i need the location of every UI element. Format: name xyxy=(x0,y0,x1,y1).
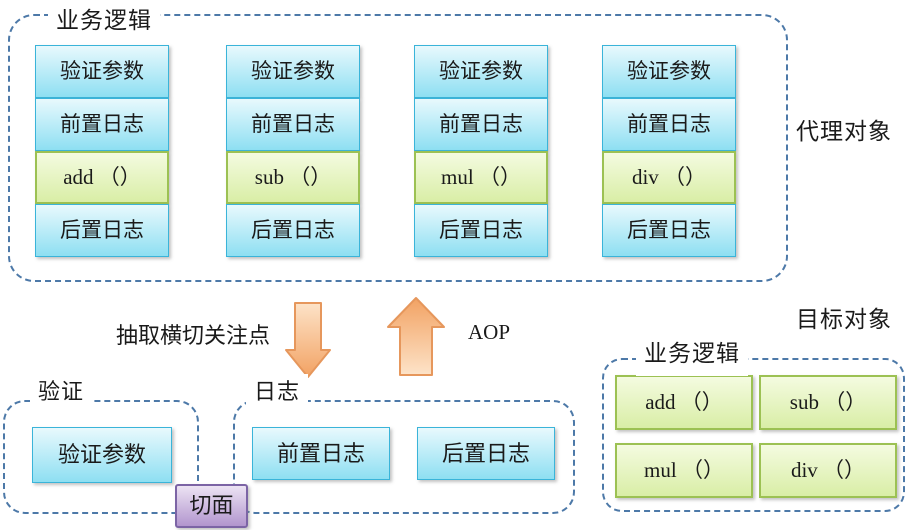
aop-label: AOP xyxy=(468,320,511,344)
proxy-object-container xyxy=(8,14,788,282)
proxy-column-div: 验证参数 前置日志 div （） 后置日志 xyxy=(602,45,736,257)
pre-log-cell: 前置日志 xyxy=(226,98,360,151)
target-add-method-box: add （） xyxy=(615,375,753,430)
aspect-badge: 切面 xyxy=(175,484,248,528)
target-div-method-box: div （） xyxy=(759,443,897,498)
validate-params-cell: 验证参数 xyxy=(414,45,548,98)
div-method-cell: div （） xyxy=(602,151,736,204)
target-sub-method-box: sub （） xyxy=(759,375,897,430)
post-log-cell: 后置日志 xyxy=(35,204,169,257)
validate-params-cell: 验证参数 xyxy=(35,45,169,98)
add-method-cell: add （） xyxy=(35,151,169,204)
target-object-label: 目标对象 xyxy=(796,307,892,332)
target-mul-method-box: mul （） xyxy=(615,443,753,498)
pre-log-cell: 前置日志 xyxy=(35,98,169,151)
up-arrow-icon xyxy=(387,297,445,376)
post-log-box: 后置日志 xyxy=(417,427,555,480)
logging-title: 日志 xyxy=(246,374,309,414)
proxy-column-mul: 验证参数 前置日志 mul （） 后置日志 xyxy=(414,45,548,257)
proxy-object-label: 代理对象 xyxy=(796,119,892,144)
extract-crosscut-label: 抽取横切关注点 xyxy=(116,323,271,348)
post-log-cell: 后置日志 xyxy=(414,204,548,257)
post-log-cell: 后置日志 xyxy=(602,204,736,257)
target-container xyxy=(602,358,905,512)
down-arrow-icon xyxy=(285,302,331,378)
pre-log-box: 前置日志 xyxy=(252,427,390,480)
proxy-column-add: 验证参数 前置日志 add （） 后置日志 xyxy=(35,45,169,257)
pre-log-cell: 前置日志 xyxy=(602,98,736,151)
validate-params-cell: 验证参数 xyxy=(226,45,360,98)
post-log-cell: 后置日志 xyxy=(226,204,360,257)
pre-log-cell: 前置日志 xyxy=(414,98,548,151)
proxy-business-logic-title: 业务逻辑 xyxy=(48,1,160,43)
sub-method-cell: sub （） xyxy=(226,151,360,204)
validate-params-cell: 验证参数 xyxy=(602,45,736,98)
target-business-logic-title: 业务逻辑 xyxy=(636,334,748,376)
validate-params-box: 验证参数 xyxy=(32,427,172,483)
mul-method-cell: mul （） xyxy=(414,151,548,204)
validation-title: 验证 xyxy=(30,374,93,414)
proxy-column-sub: 验证参数 前置日志 sub （） 后置日志 xyxy=(226,45,360,257)
logging-aspect-container xyxy=(233,400,575,514)
validation-aspect-container xyxy=(3,400,199,514)
